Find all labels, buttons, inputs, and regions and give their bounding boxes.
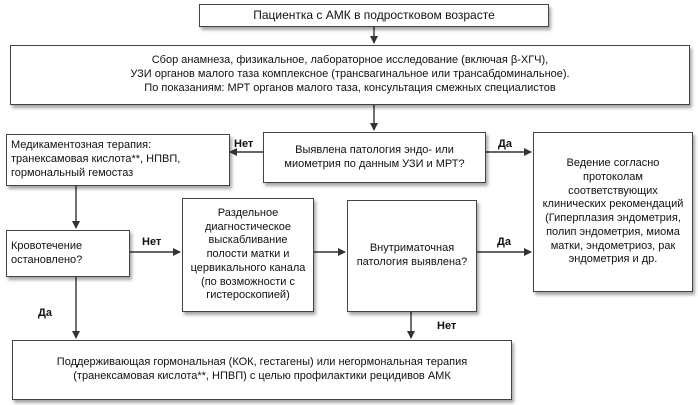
curettage-text: Раздельное диагностическое выскабливание…: [190, 206, 306, 302]
label-yes-intrauterine: Да: [497, 236, 511, 248]
curettage-box: Раздельное диагностическое выскабливание…: [182, 198, 314, 312]
label-no-intrauterine: Нет: [437, 320, 457, 332]
label-no-pathology: Нет: [234, 138, 254, 150]
pathology-question-box: Выявлена патология эндо- или миометрия п…: [263, 132, 486, 183]
medical-therapy-box: Медикаментозная терапия: транексамовая к…: [6, 134, 230, 186]
maintenance-box: Поддерживающая гормональная (КОК, гестаг…: [12, 340, 512, 400]
label-yes-bleeding: Да: [38, 307, 52, 319]
protocols-box: Ведение согласно протоколам соответствую…: [533, 132, 693, 292]
exam-box: Сбор анамнеза, физикальное, лабораторное…: [10, 45, 690, 105]
intrauterine-question-box: Внутриматочная патология выявлена?: [347, 200, 477, 312]
label-no-bleeding: Нет: [142, 236, 162, 248]
label-yes-pathology: Да: [498, 138, 512, 150]
bleeding-question-box: Кровотечение остановлено?: [6, 230, 130, 277]
start-box: Пациентка с АМК в подростковом возрасте: [199, 4, 549, 27]
